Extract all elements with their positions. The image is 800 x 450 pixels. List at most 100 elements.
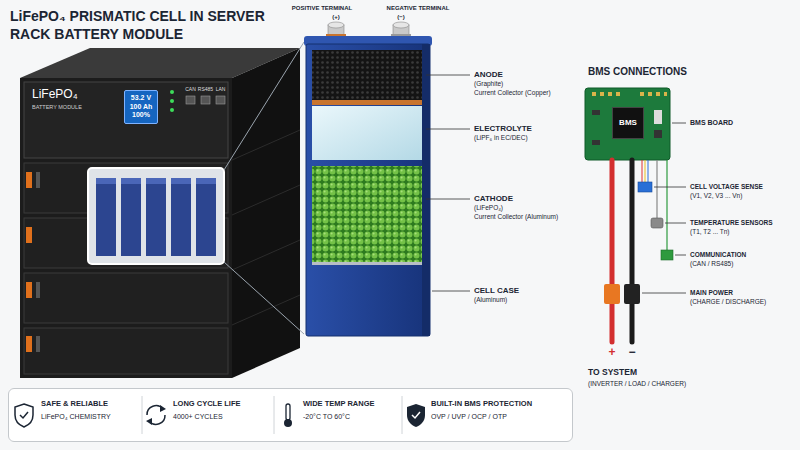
bms-wiring <box>608 92 612 96</box>
prismatic-cell <box>393 22 409 28</box>
server-rack <box>170 99 174 103</box>
part-name: CELL VOLTAGE SENSE <box>690 183 763 190</box>
bms-wiring <box>651 218 663 228</box>
prismatic-cell <box>426 75 470 76</box>
server-rack <box>36 336 40 352</box>
feature-band: SAFE & RELIABLELiFePO₄ CHEMISTRYLONG CYC… <box>8 388 573 442</box>
bms-wiring <box>665 223 686 224</box>
bms-wiring <box>648 160 649 182</box>
server-rack <box>201 96 210 104</box>
bms-wiring <box>648 92 652 96</box>
part-note: (LiFePO₄) <box>474 204 503 211</box>
cell-row <box>146 178 166 184</box>
prismatic-cell <box>328 22 344 28</box>
prismatic-cell <box>312 100 422 105</box>
feature-icons <box>402 396 403 434</box>
server-rack <box>20 78 232 378</box>
server-rack <box>232 130 300 160</box>
feature-text: 4000+ CYCLES <box>173 413 223 421</box>
output-note: (INVERTER / LOAD / CHARGER) <box>588 380 686 387</box>
model-label: BATTERY MODULE <box>32 104 82 110</box>
server-rack <box>232 185 300 215</box>
display-value: 100 Ah <box>130 103 153 112</box>
bms-wiring <box>675 255 686 256</box>
signal-names: (T1, T2 ... Tn) <box>690 228 730 235</box>
display-value: 100% <box>130 111 153 120</box>
feature-icons <box>8 388 573 442</box>
bms-wiring <box>630 160 635 342</box>
server-rack <box>24 328 228 374</box>
cell-row <box>96 178 216 256</box>
bms-wiring <box>638 182 652 192</box>
chip-label: BMS <box>619 118 637 127</box>
bms-wiring <box>642 160 643 182</box>
terminal-sign: (+) <box>332 14 340 21</box>
part-note: Current Collector (Copper) <box>474 89 551 96</box>
port-label: LAN <box>216 87 226 93</box>
part-note: (LiPF₆ in EC/DEC) <box>474 134 528 141</box>
output-label: TO SYSTEM <box>588 368 637 378</box>
feature-icons <box>284 419 292 427</box>
feature-icons <box>274 396 275 434</box>
bms-wiring <box>592 140 600 145</box>
cell-row <box>121 178 141 184</box>
server-rack <box>224 262 304 334</box>
bms-wiring <box>661 250 673 260</box>
server-rack <box>170 90 174 94</box>
bms-wiring <box>645 160 646 182</box>
server-rack <box>224 42 304 170</box>
server-rack <box>36 172 40 188</box>
bms-wiring <box>654 130 662 138</box>
cell-row <box>146 178 166 256</box>
prismatic-cell <box>432 291 470 292</box>
cell-row <box>96 178 116 256</box>
feature-icons <box>146 418 152 425</box>
prismatic-cell <box>304 22 470 336</box>
signal-names: (CHARGE / DISCHARGE) <box>690 298 766 305</box>
feature-text: OVP / UVP / OCP / OTP <box>431 413 507 421</box>
part-note: (Aluminum) <box>474 296 507 303</box>
cell-row <box>196 178 216 256</box>
part-name: TEMPERATURE SENSORS <box>690 219 773 226</box>
section-heading: BMS CONNECTIONS <box>588 66 687 78</box>
bms-wiring <box>585 88 686 342</box>
server-rack <box>170 108 174 112</box>
part-name: ANODE <box>474 70 503 79</box>
terminal-sign: (−) <box>397 14 405 21</box>
cell-row <box>171 178 191 256</box>
cell-row <box>96 178 116 184</box>
part-note: Current Collector (Aluminum) <box>474 213 558 220</box>
part-name: COMMUNICATION <box>690 251 746 258</box>
polarity-sign: + <box>608 346 615 360</box>
bms-wiring <box>616 92 620 96</box>
bms-wiring <box>654 110 662 124</box>
server-rack <box>216 96 225 104</box>
bms-wiring <box>654 187 686 188</box>
server-rack <box>24 82 228 158</box>
feature-icons <box>160 405 166 412</box>
bms-wiring <box>642 293 686 294</box>
prismatic-cell <box>426 129 470 130</box>
feature-icons <box>412 412 420 418</box>
server-rack <box>26 172 32 188</box>
brand-label: LiFePO₄ <box>32 88 78 102</box>
cell-row <box>121 178 141 256</box>
bms-chip: BMS <box>612 107 644 139</box>
server-rack <box>24 273 228 323</box>
bms-wiring <box>604 284 620 304</box>
server-rack <box>26 336 32 352</box>
part-name: MAIN POWER <box>690 289 733 296</box>
server-rack <box>36 282 40 298</box>
bms-wiring <box>656 160 657 218</box>
prismatic-cell <box>312 106 422 160</box>
prismatic-cell <box>312 166 422 262</box>
cell-row <box>171 178 191 184</box>
part-note: (Graphite) <box>474 80 503 87</box>
part-name: ELECTROLYTE <box>474 124 532 133</box>
signal-names: (V1, V2, V3 ... Vn) <box>690 192 742 199</box>
prismatic-cell <box>312 262 422 265</box>
bms-wiring <box>592 110 600 115</box>
feature-icons <box>407 404 425 427</box>
feature-icons <box>142 396 143 434</box>
